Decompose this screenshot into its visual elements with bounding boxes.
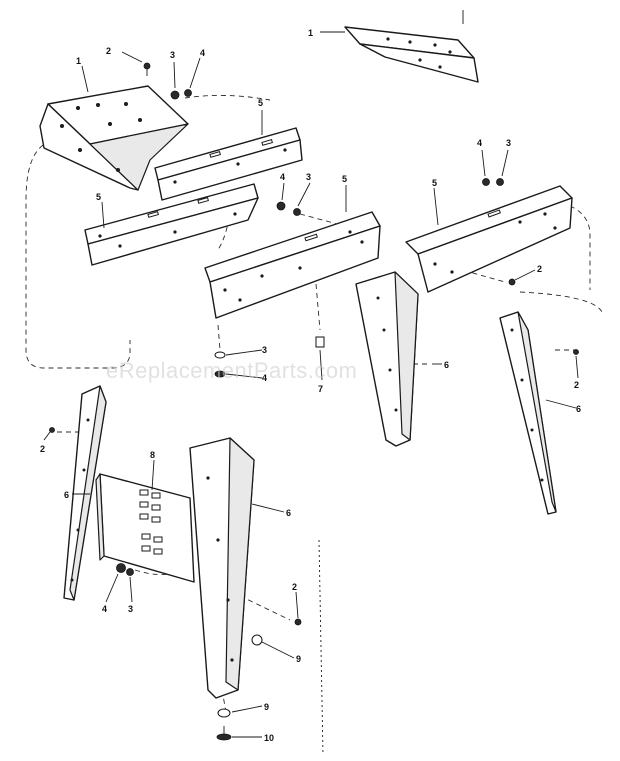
assembly-dashed-lines	[25, 94, 604, 713]
leg-part-6-right	[499, 311, 557, 515]
callout-4-right: 4	[477, 138, 482, 148]
bracket-part-1-top	[344, 26, 479, 83]
panel-part-8	[95, 473, 195, 583]
callout-2-left: 2	[40, 444, 45, 454]
callout-4-mid: 4	[280, 172, 285, 182]
callout-3-bottom: 3	[128, 604, 133, 614]
callout-leaders	[43, 31, 579, 738]
callout-9-lower: 9	[264, 702, 269, 712]
leg-part-6-center	[355, 271, 419, 447]
callout-2-bottom: 2	[292, 582, 297, 592]
callout-2-far-right: 2	[574, 380, 579, 390]
callout-4-top: 4	[200, 48, 205, 58]
callout-6-front: 6	[286, 508, 291, 518]
callout-2-top: 2	[106, 46, 111, 56]
callout-3-mid: 3	[306, 172, 311, 182]
side-rail-part-5-center	[204, 211, 381, 319]
callout-2-right: 2	[537, 264, 542, 274]
callout-6-right: 6	[576, 404, 581, 414]
side-rail-part-5-upper	[154, 127, 303, 201]
callout-3-right: 3	[506, 138, 511, 148]
callout-5-upper: 5	[258, 98, 263, 108]
callout-5-center: 5	[342, 174, 347, 184]
side-rail-part-5-right	[405, 185, 573, 293]
callout-3-top: 3	[170, 50, 175, 60]
leg-part-6-front	[189, 437, 255, 699]
callout-1-top: 1	[308, 28, 313, 38]
leg-part-6-left	[63, 385, 107, 601]
callout-6-left: 6	[64, 490, 69, 500]
callout-8: 8	[150, 450, 155, 460]
callout-5-right: 5	[432, 178, 437, 188]
callout-4-lower: 4	[262, 373, 267, 383]
bracket-part-1-left	[39, 85, 189, 191]
watermark-text: eReplacementParts.com	[106, 358, 357, 383]
hardware	[49, 62, 579, 741]
callout-10: 10	[264, 733, 274, 743]
callout-9-upper: 9	[296, 654, 301, 664]
callout-3-lower: 3	[262, 345, 267, 355]
guide-lines	[318, 10, 464, 756]
side-rail-part-5-lower-left	[84, 183, 259, 266]
callout-4-bottom: 4	[102, 604, 107, 614]
callout-6-center: 6	[444, 360, 449, 370]
callout-7: 7	[318, 384, 323, 394]
callout-labels: 1 1 2 3 4 5 5 5 5 4 3 4 3 2 3 4 7 6 2 6 …	[40, 28, 581, 743]
callout-1-left: 1	[76, 56, 81, 66]
callout-5-lower-left: 5	[96, 192, 101, 202]
